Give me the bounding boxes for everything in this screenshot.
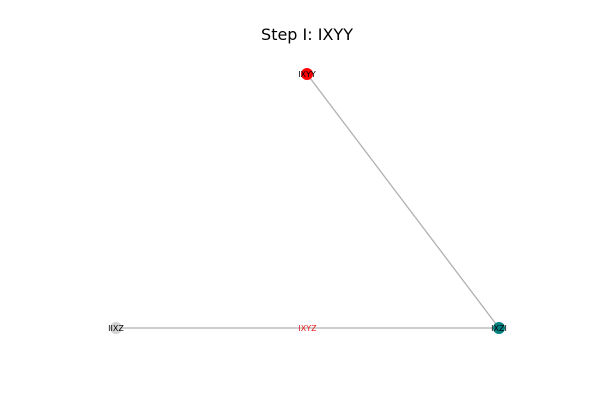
node-label-left: IIXZ [108,324,124,333]
node-right [493,322,505,334]
diagram-title: Step I: IXYY [261,25,353,44]
node-left [110,322,122,334]
node-label-right: IXZI [491,324,507,333]
edge-label-left-right: IXYZ [298,324,317,333]
edge-labels-layer: IXYZ [298,324,317,333]
edges-layer [116,73,500,329]
node-top [301,68,313,80]
nodes-layer [110,68,505,334]
node-label-top: IXYY [298,70,316,79]
node-labels-layer: IXYY IIXZ IXZI [108,70,507,333]
edge-top-right [306,73,500,329]
